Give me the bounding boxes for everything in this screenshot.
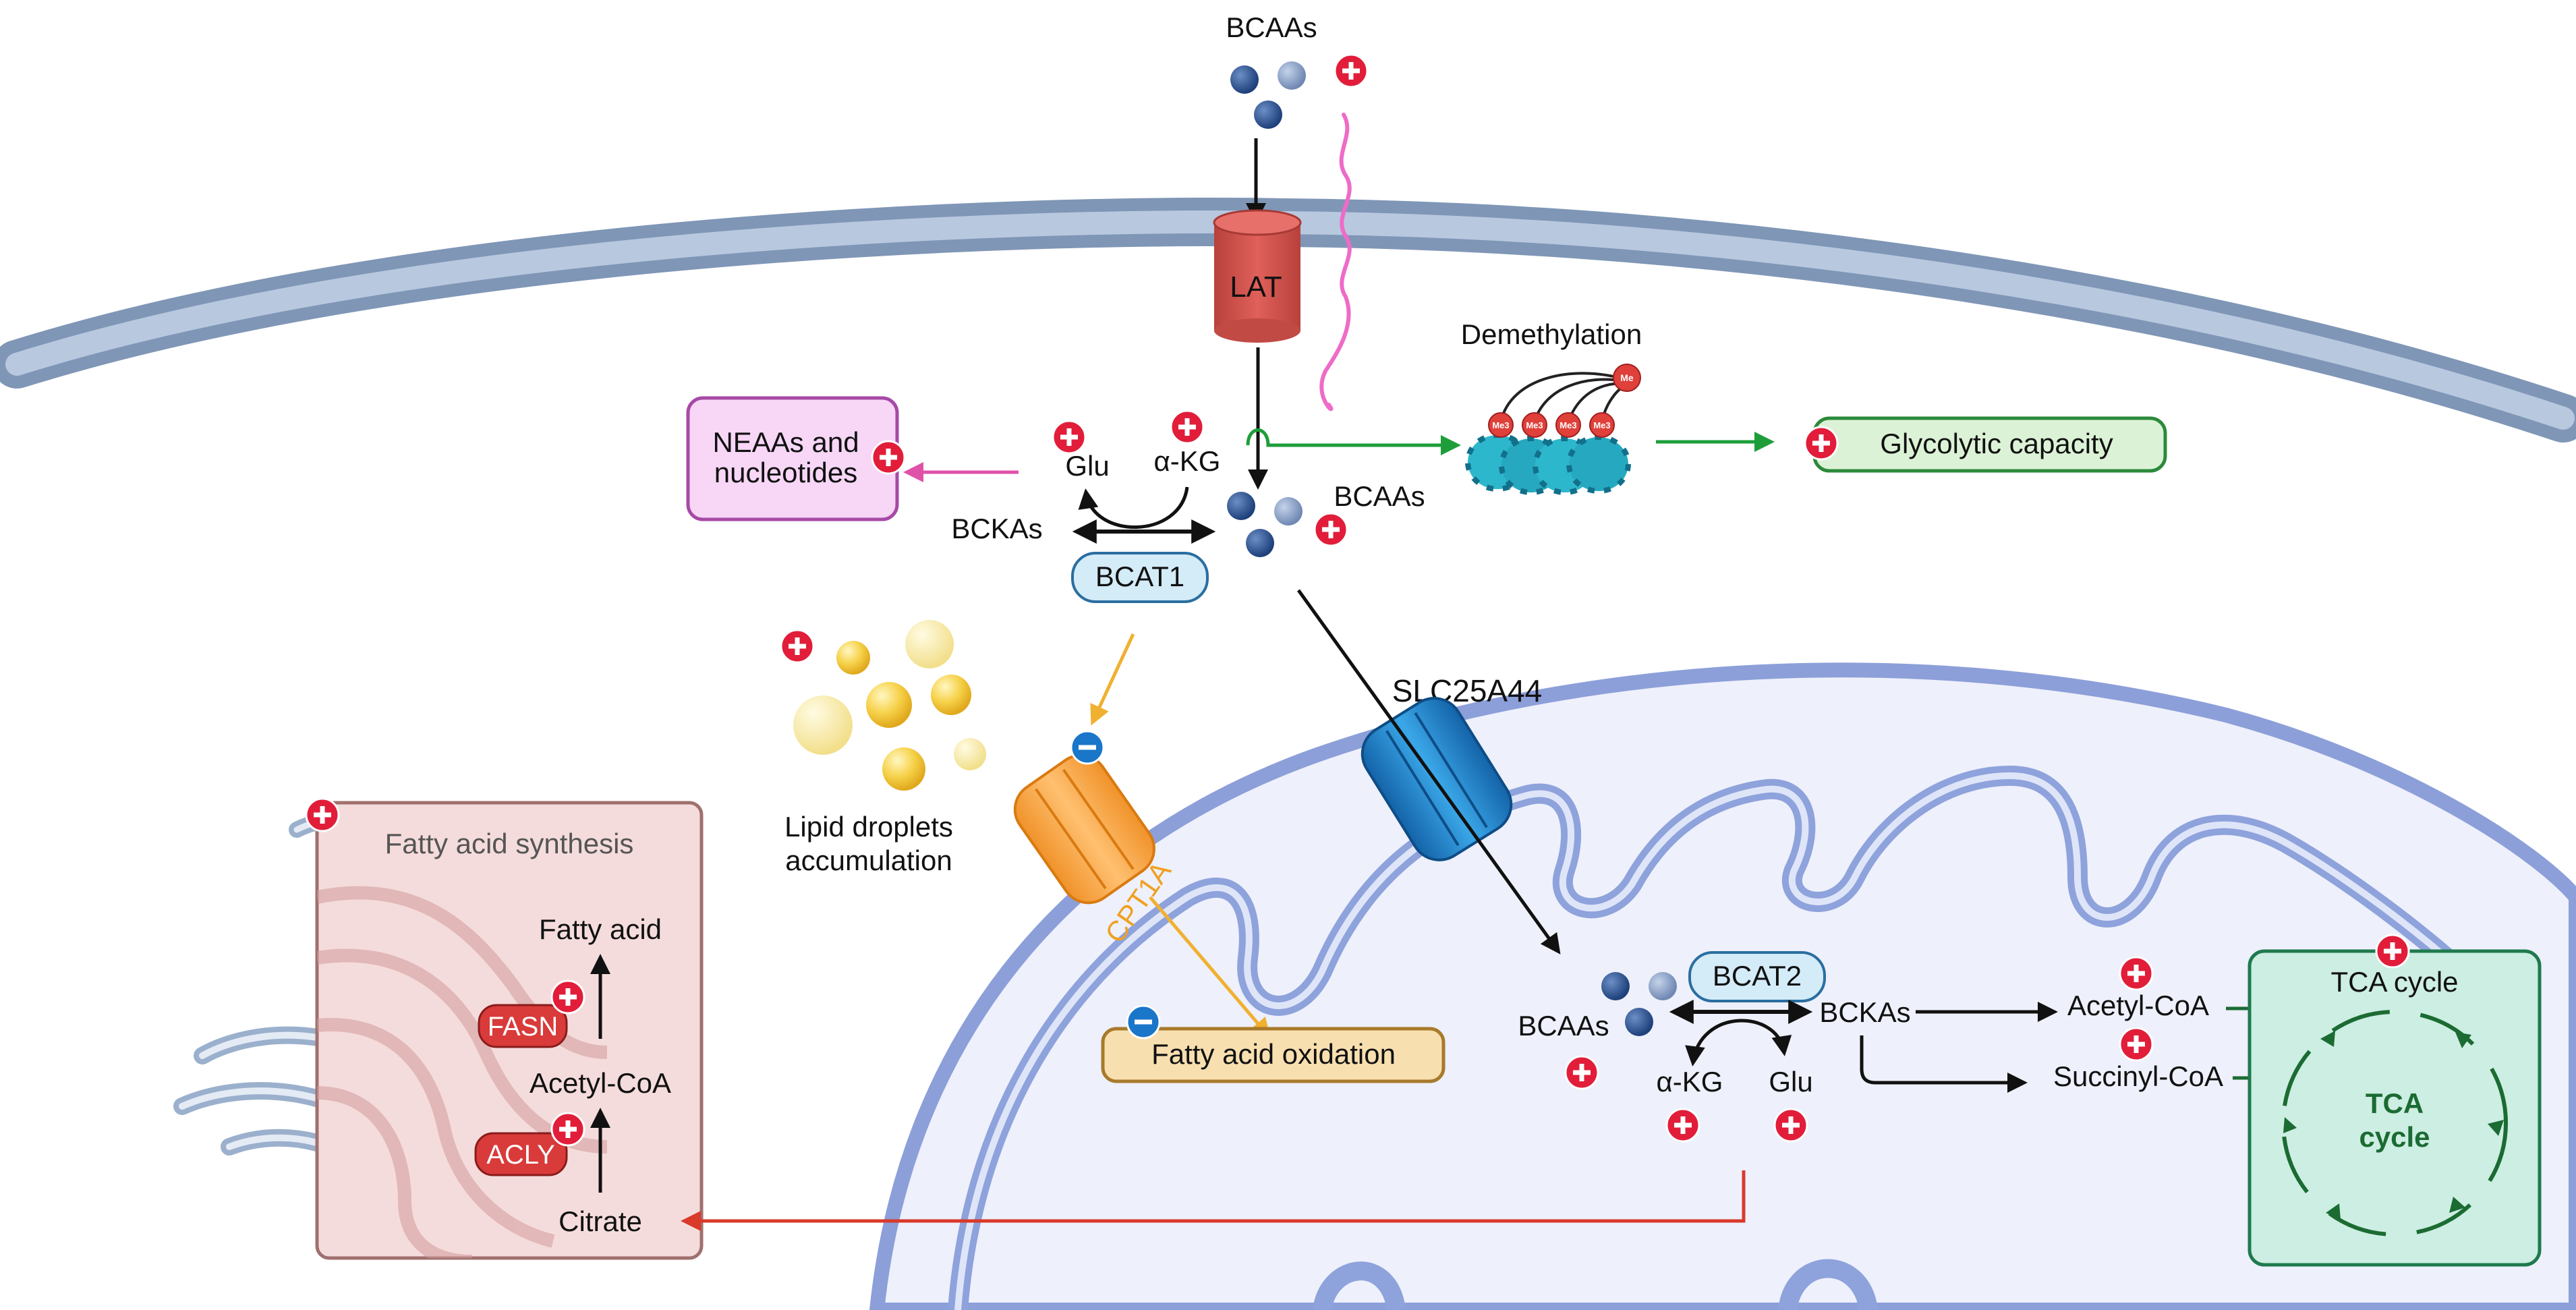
lat-transporter: LAT [1213,209,1302,343]
svg-text:Me3: Me3 [1492,420,1509,430]
lat-protein-tail [1319,113,1352,411]
tca-cycle-box: TCA cycle TCA cycle [2248,949,2542,1267]
akg-cytosol-label: α-KG [1154,445,1221,477]
bcaas-mito-label: BCAAs [1518,1010,1609,1042]
regulation-badges [305,53,2410,1147]
fas-title: Fatty acid synthesis [385,828,634,859]
bcaa-molecules-cytosol [1227,492,1303,557]
lipid-label-line2: accumulation [785,845,952,876]
svg-text:Me: Me [1620,372,1634,383]
tca-title: TCA cycle [2330,966,2458,998]
tca-cycle-arrowheads [2283,1031,2504,1220]
neaas-box: NEAAs and nucleotides [686,396,899,521]
tca-center-line1: TCA [2366,1087,2424,1119]
bcat2-enzyme: BCAT2 [1688,951,1826,1002]
glu-cytosol-label: Glu [1065,450,1109,482]
glycolytic-capacity-box: Glycolytic capacity [1812,416,2167,473]
slc25a44-transporter [1361,697,1513,861]
acetyl-coa-mito-label: Acetyl-CoA [2067,990,2209,1021]
increase-badge-icon [1334,53,1369,88]
increase-badge-icon [1665,1108,1700,1143]
increase-badge-icon [780,629,815,664]
demethylation-label: Demethylation [1461,318,1642,350]
svg-text:Me3: Me3 [1526,420,1543,430]
slc25a44-label: SLC25A44 [1392,673,1543,708]
bcaa-molecules-mito [1601,972,1677,1036]
increase-badge-icon [1773,1108,1808,1143]
increase-badge-icon [1804,426,1839,461]
glycolytic-capacity-label: Glycolytic capacity [1880,428,2113,459]
bckas-mito-label: BCKAs [1819,996,1910,1028]
acetyl-coa-fas-label: Acetyl-CoA [529,1067,671,1099]
glu-akg-curve [1078,486,1189,529]
fasn-label: FASN [488,1012,558,1042]
glu-mito-label: Glu [1769,1066,1812,1098]
cpt1a-to-fao-arrow [1149,896,1271,1039]
bcaas-top-label: BCAAs [1226,11,1317,43]
glu-to-citrate-arrow [681,1170,1746,1231]
lat-label: LAT [1230,270,1282,304]
succinyl-coa-label: Succinyl-CoA [2053,1060,2223,1092]
increase-badge-icon [2119,956,2154,991]
increase-badge-icon [1170,409,1205,445]
fasn-enzyme [478,1004,568,1048]
histone-nucleosomes: Me Me3 Me3 Me3 Me3 [1465,364,1641,495]
increase-badge-icon [1564,1055,1599,1090]
svg-text:Me3: Me3 [1593,420,1610,430]
tca-center-line2: cycle [2359,1121,2430,1153]
acly-label: ACLY [486,1140,555,1170]
akg-glu-mito-curve [1685,1019,1792,1066]
increase-badge-icon [2375,934,2410,969]
bcat1-label: BCAT1 [1095,561,1184,592]
bcaa-molecules-top [1230,61,1306,129]
bcat1-enzyme: BCAT1 [1071,552,1209,603]
fao-label: Fatty acid oxidation [1151,1038,1396,1070]
bckas-cytosol-label: BCKAs [951,513,1042,544]
increase-badge-icon [305,797,340,832]
bcaa-to-demethylation-arrow [1246,428,1461,455]
increase-badge-icon [1052,420,1087,455]
increase-badge-icon [550,1112,585,1147]
increase-badge-icon [2119,1027,2154,1062]
cpt1a-transporter [1013,753,1155,905]
bcaas-cytosol-label: BCAAs [1334,480,1425,512]
increase-badge-icon [550,979,585,1015]
bcat2-label: BCAT2 [1713,960,1802,992]
increase-badge-icon [1313,512,1348,547]
increase-badge-icon [871,440,906,475]
lipid-droplets [793,620,986,791]
svg-text:Me3: Me3 [1559,420,1576,430]
decrease-badge-icon [1126,1004,1161,1040]
bcaa-to-mito-arrow [1296,589,1561,955]
bckas-to-succinyl-arrow [1860,1035,2028,1093]
neaas-label-line1: NEAAs and [712,426,859,458]
citrate-label: Citrate [559,1205,642,1237]
fatty-acid-oxidation-box: Fatty acid oxidation [1101,1027,1446,1083]
decrease-badge-icon [1070,730,1105,765]
akg-mito-label: α-KG [1657,1066,1723,1098]
bcat1-to-cpt1a-arrow [1090,633,1135,726]
fatty-acid-synthesis-panel: Fatty acid synthesis Fatty acid FASN Ace… [315,801,704,1260]
fatty-acid-label: Fatty acid [539,913,662,945]
lipid-label-line1: Lipid droplets [784,811,953,843]
acly-enzyme [474,1132,568,1176]
neaas-label-line2: nucleotides [714,457,857,488]
